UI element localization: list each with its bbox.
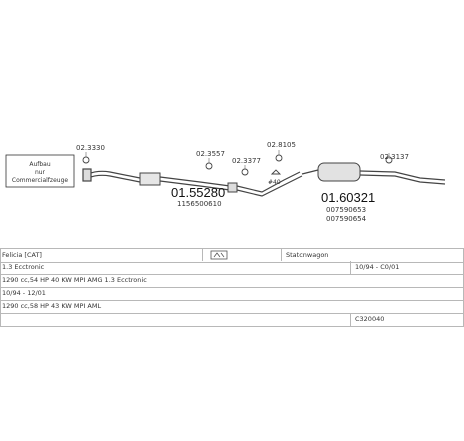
table-cell-body: Statcnwagon: [286, 251, 329, 259]
table-cell-spec: 1290 cc,54 HP 40 KW MPI AMG 1.3 Ecctroni…: [2, 276, 147, 284]
callout-c4: 02.8105: [267, 141, 296, 149]
legend-line-1: Aufbau: [29, 161, 51, 168]
table-cell-catalog-code: C320040: [355, 315, 385, 323]
callout-c6: #40: [268, 179, 281, 186]
legend-line-3: Commercialfzeuge: [12, 177, 68, 184]
table-row: 1290 cc,54 HP 40 KW MPI AMG 1.3 Ecctroni…: [0, 274, 464, 288]
table-cell-engine: 1.3 Ecctronic: [2, 263, 45, 271]
table-cell-date: 10/94 - C0/01: [355, 263, 400, 271]
hanger-4: [275, 154, 283, 162]
front-pipe: [82, 168, 141, 183]
document-icon: [210, 250, 228, 262]
table-cell-spec: 1290 cc,58 HP 43 KW MPI AML: [2, 302, 102, 310]
table-row: 10/94 - 12/01: [0, 287, 464, 301]
legend-box: Aufbau nur Commercialfzeuge: [5, 154, 75, 188]
hanger-3: [241, 168, 249, 176]
callout-c2: 02.3557: [196, 150, 225, 158]
callout-c3: 02.3377: [232, 157, 261, 165]
front-silencer: [139, 172, 238, 193]
part-oe-rear-1: 007590653: [326, 206, 366, 214]
callout-c1: 02.3330: [76, 144, 105, 152]
exhaust-system-diagram: Aufbau nur Commercialfzeuge: [5, 141, 446, 223]
middle-pipe: [236, 171, 303, 197]
table-cell-model: Felicia [CAT]: [2, 251, 42, 259]
part-number-rear: 01.60321: [321, 190, 375, 205]
table-row: 1290 cc,58 HP 43 KW MPI AML: [0, 300, 464, 314]
table-row: C320040: [0, 313, 464, 327]
part-oe-front: 1156500610: [177, 200, 222, 208]
table-row: Felicia [CAT] Statcnwagon: [0, 248, 464, 263]
part-number-front: 01.55280: [171, 185, 225, 200]
part-oe-rear-2: 007590654: [326, 215, 367, 223]
legend-line-2: nur: [35, 169, 46, 176]
hanger-2: [205, 162, 213, 170]
rear-silencer: [301, 162, 446, 185]
callout-c5: 02.3137: [380, 153, 409, 161]
table-cell-date: 10/94 - 12/01: [2, 289, 46, 297]
leader-lines: [85, 150, 390, 169]
table-row: 1.3 Ecctronic 10/94 - C0/01: [0, 261, 464, 275]
hanger-1: [82, 156, 90, 164]
